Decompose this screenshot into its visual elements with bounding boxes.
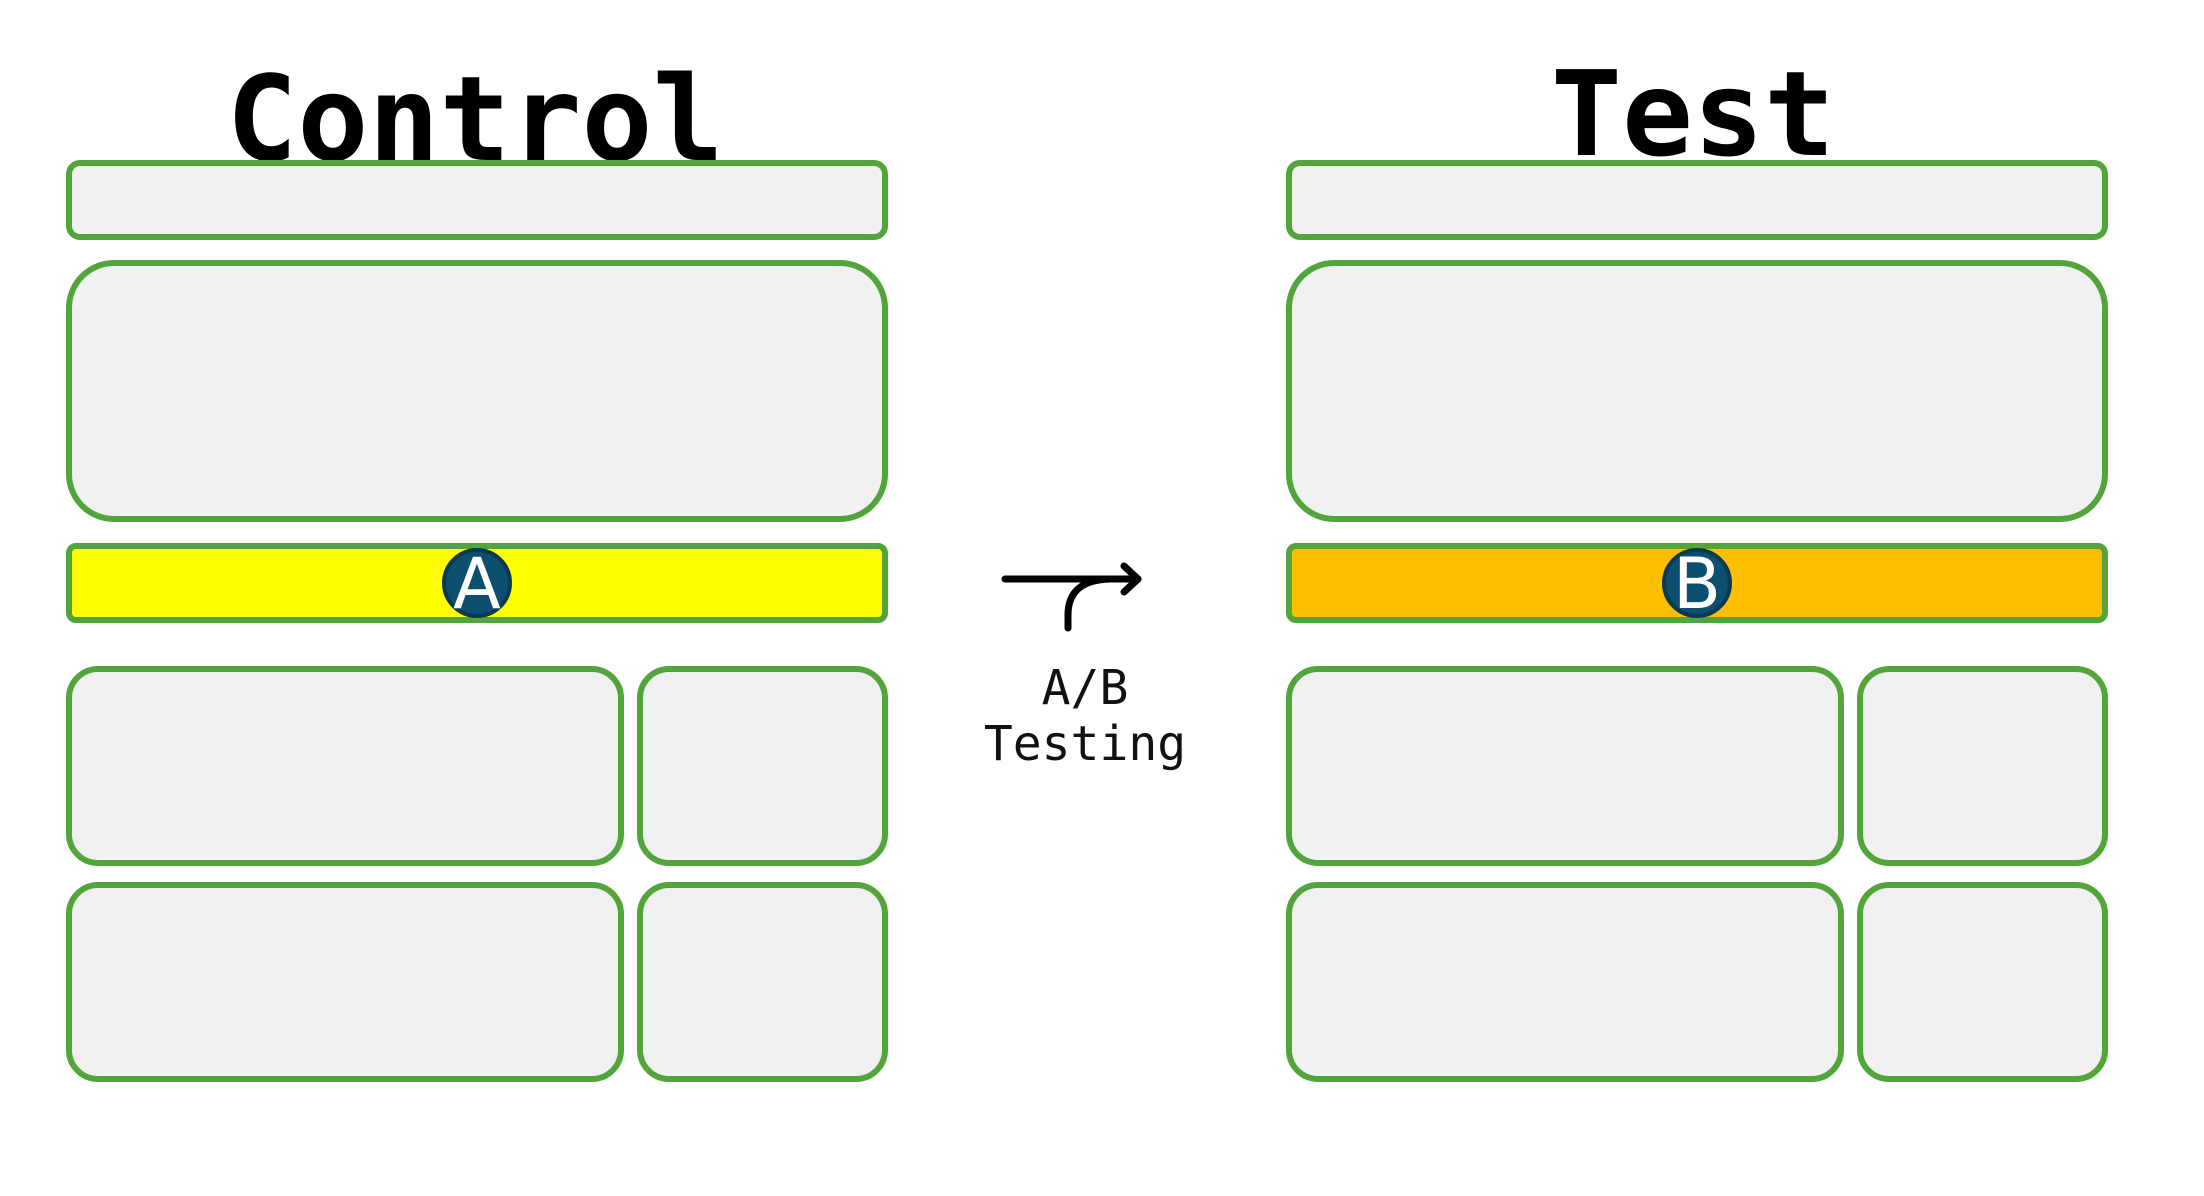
test-hero-block [1286, 260, 2108, 522]
control-content-block-2 [66, 882, 624, 1082]
control-side-block-2 [637, 882, 888, 1082]
control-variant-badge: A [442, 543, 512, 625]
ab-testing-label-line2: Testing [983, 716, 1187, 772]
test-title: Test [1550, 45, 1836, 183]
test-variant-badge: B [1662, 543, 1732, 625]
control-side-block-1 [637, 666, 888, 866]
test-content-block-1 [1286, 666, 1844, 866]
ab-testing-label-line1: A/B [1041, 660, 1129, 716]
test-content-block-2 [1286, 882, 1844, 1082]
test-side-block-2 [1857, 882, 2108, 1082]
control-variant-band: A [66, 543, 888, 623]
split-arrow-icon [1001, 562, 1142, 632]
test-header-block [1286, 160, 2108, 240]
control-variant-letter: A [453, 543, 501, 625]
test-variant-letter: B [1672, 543, 1722, 625]
test-variant-band: B [1286, 543, 2108, 623]
control-content-block-1 [66, 666, 624, 866]
control-header-block [66, 160, 888, 240]
control-title: Control [226, 50, 724, 188]
ab-testing-label: A/B Testing [984, 660, 1186, 772]
control-hero-block [66, 260, 888, 522]
test-side-block-1 [1857, 666, 2108, 866]
